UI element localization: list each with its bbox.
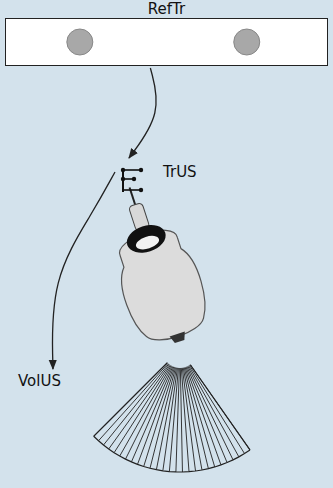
volume-label: VolUS	[18, 372, 61, 390]
tracker-bar	[5, 18, 328, 66]
curved-arrow	[52, 172, 115, 369]
node-label: VolUS	[18, 372, 61, 390]
tracker-marker	[117, 164, 147, 194]
tracker-spheres	[6, 19, 327, 65]
curved-arrow	[129, 68, 156, 158]
node-label: RefTr	[5, 0, 328, 18]
ultrasound-probe	[92, 175, 216, 353]
ultrasound-fan	[94, 363, 250, 472]
probe-tracker: TrUS	[117, 160, 197, 194]
reference-tracker: RefTr	[5, 0, 328, 66]
node-label: TrUS	[163, 163, 197, 181]
